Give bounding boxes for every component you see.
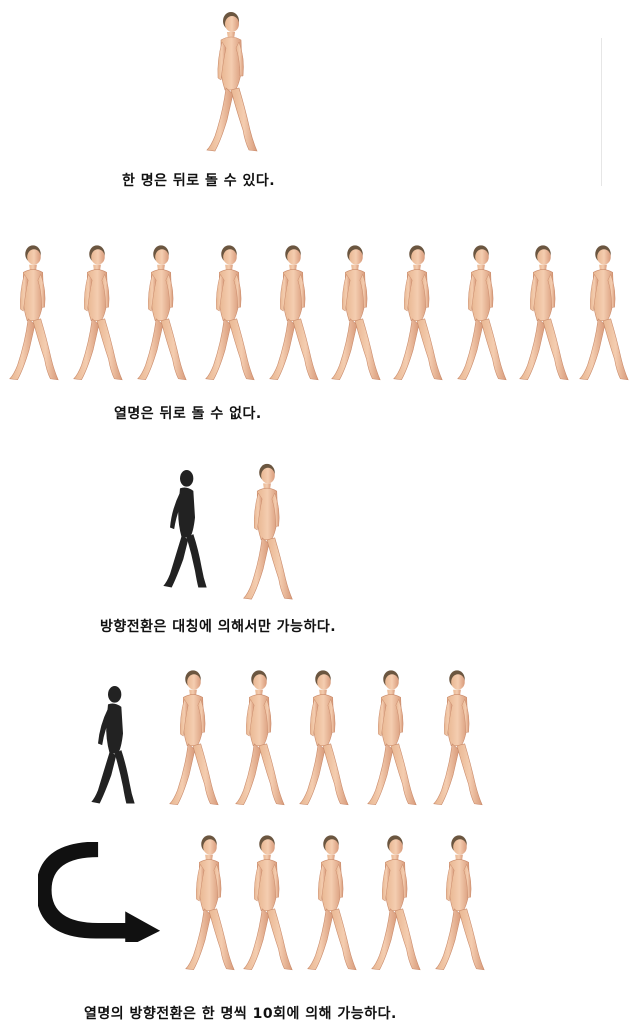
walking-man-icon [388,240,446,388]
walker-figure [164,665,222,813]
walker-figure [428,665,486,813]
walker-figure [574,240,632,388]
column-row-bottom [176,830,506,980]
walker-figure [326,240,384,388]
silhouette-figure [160,465,210,595]
walking-man-icon [294,665,352,813]
walker-figure [238,830,296,978]
walker-figure [430,830,488,978]
walking-man-icon [132,240,190,388]
walking-man-icon [236,460,298,606]
caption-column: 열명은 뒤로 돌 수 없다. [114,406,262,422]
walker-figure [180,830,238,978]
walker-figure [388,240,446,388]
walker-figure [452,240,510,388]
walking-man-icon [4,240,62,388]
walker-figure [68,240,126,388]
walker-figure [132,240,190,388]
walker-figure [236,460,298,606]
walker-figure [514,240,572,388]
walker-figure [366,830,424,978]
walker-figure [362,665,420,813]
walking-man-icon [230,665,288,813]
walking-man-icon [238,830,296,978]
walking-man-icon [264,240,322,388]
walker-figure [294,665,352,813]
silhouette-figure [88,676,138,816]
walking-man-icon [200,240,258,388]
caption-column-turn: 열명의 방향전환은 한 명씩 10회에 의해 가능하다. [84,1006,397,1022]
column-row [0,240,633,390]
walking-man-icon [428,665,486,813]
walking-man-icon [574,240,632,388]
walking-man-icon [430,830,488,978]
walking-man-icon [326,240,384,388]
walker-figure [302,830,360,978]
walking-man-silhouette-icon [160,465,210,595]
walking-man-silhouette-icon [88,676,138,816]
caption-mirror: 방향전환은 대칭에 의해서만 가능하다. [100,619,337,635]
caption-single: 한 명은 뒤로 돌 수 있다. [122,173,276,189]
walking-man-icon [200,8,262,158]
walker-figure [264,240,322,388]
column-row-top [160,665,490,815]
walker-figure [4,240,62,388]
walking-man-icon [362,665,420,813]
walking-man-icon [68,240,126,388]
walking-man-icon [452,240,510,388]
walking-man-icon [302,830,360,978]
walker-figure [200,240,258,388]
divider-line [601,38,602,186]
walking-man-icon [366,830,424,978]
walker-figure [230,665,288,813]
walker-figure [200,8,262,158]
u-turn-arrow-icon [38,842,164,942]
walking-man-icon [180,830,238,978]
walking-man-icon [514,240,572,388]
walking-man-icon [164,665,222,813]
